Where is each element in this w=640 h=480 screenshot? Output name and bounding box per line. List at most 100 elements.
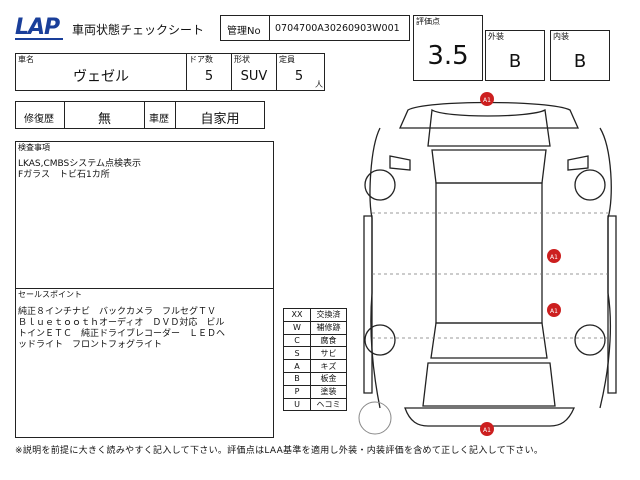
repair-value: 無 — [97, 112, 111, 127]
hood-outline — [427, 108, 551, 147]
damage-mark-label: A1 — [483, 427, 491, 434]
inspection-line-1: LKAS,CMBSシステム点検表示 — [18, 159, 141, 169]
interior-grade-label: 内装 — [553, 32, 569, 41]
inspection-box: 検査事項 LKAS,CMBSシステム点検表示 Fガラス トビ石1カ所 — [15, 141, 274, 289]
legend-meaning: 腐食 — [310, 333, 347, 348]
rear-glass-outline — [430, 322, 548, 359]
sales-line-1: 純正８インチナビ バックカメラ フルセグＴＶ — [18, 307, 217, 317]
car-outline — [363, 101, 617, 427]
capacity-label: 定員 — [279, 55, 295, 64]
overall-grade-box: 評価点 3.5 — [413, 15, 483, 81]
inspection-label: 検査事項 — [18, 143, 50, 152]
roof-outline — [435, 182, 543, 324]
damage-mark: A1 — [480, 422, 494, 436]
usage-label: 車歴 — [149, 114, 169, 125]
legend-meaning: サビ — [310, 346, 347, 361]
mgmt-value: 0704700A30260903W001 — [275, 23, 400, 34]
usage-value-cell: 自家用 — [175, 101, 265, 129]
legend-code: B — [283, 371, 311, 386]
footnote: ※説明を前提に大きく読みやすく記入して下さい。評価点はLAA基準を適用し外装・内… — [15, 446, 544, 456]
capacity-unit: 人 — [315, 80, 323, 89]
wheel-rear-right — [574, 324, 606, 356]
repair-value-cell: 無 — [64, 101, 145, 129]
repair-label-cell: 修復歴 — [15, 101, 65, 129]
logo-underline — [15, 38, 63, 40]
legend-code: U — [283, 397, 311, 412]
interior-grade-box: 内装 B — [550, 30, 610, 81]
mirror-right — [567, 155, 589, 171]
car-name-label: 車名 — [18, 55, 34, 64]
inspection-line-2: Fガラス トビ石1カ所 — [18, 170, 110, 180]
trunk-outline — [422, 362, 556, 407]
sales-box: セールスポイント 純正８インチナビ バックカメラ フルセグＴＶ Ｂｌｕｅｔｏｏｔ… — [15, 288, 274, 438]
doors-value: 5 — [204, 69, 214, 84]
right-sill — [607, 215, 617, 394]
car-damage-diagram: A1 A1 A1 A1 — [358, 92, 617, 436]
damage-mark-label: A1 — [550, 308, 558, 315]
legend-code: C — [283, 333, 311, 348]
lap-logo: LAP — [15, 15, 65, 45]
damage-mark: A1 — [547, 303, 561, 317]
repair-label: 修復歴 — [24, 114, 54, 125]
wheel-rear-left — [364, 324, 396, 356]
shape-cell: 形状 SUV — [231, 53, 277, 91]
wheel-front-left — [364, 169, 396, 201]
legend-code: A — [283, 359, 311, 373]
front-bumper-outline — [398, 101, 580, 129]
usage-value: 自家用 — [200, 112, 240, 127]
logo-text: LAP — [15, 15, 60, 40]
capacity-cell: 定員 5 人 — [276, 53, 325, 91]
left-sill — [363, 215, 373, 394]
damage-mark-label: A1 — [550, 254, 558, 261]
sheet-title: 車両状態チェックシート — [72, 23, 205, 37]
legend-meaning: キズ — [310, 359, 347, 373]
capacity-value: 5 — [294, 69, 304, 84]
mgmt-label: 管理No — [227, 26, 261, 37]
legend-meaning: 板金 — [310, 371, 347, 386]
windshield-outline — [431, 149, 547, 184]
legend-meaning: 補修跡 — [310, 320, 347, 335]
damage-mark: A1 — [480, 92, 494, 106]
legend-code: W — [283, 320, 311, 335]
legend-meaning: 交換済 — [310, 308, 347, 322]
legend-code: S — [283, 346, 311, 361]
exterior-grade-label: 外装 — [488, 32, 504, 41]
usage-label-cell: 車歴 — [144, 101, 176, 129]
overall-grade-label: 評価点 — [416, 17, 440, 26]
mgmt-value-cell: 0704700A30260903W001 — [269, 15, 410, 41]
legend-meaning: ヘコミ — [310, 397, 347, 412]
right-side-outline — [599, 127, 612, 409]
legend-code: P — [283, 384, 311, 399]
panel-dividers — [372, 212, 608, 339]
wheel-front-right — [574, 169, 606, 201]
damage-mark: A1 — [547, 249, 561, 263]
damage-mark-label: A1 — [483, 97, 491, 104]
shape-value: SUV — [240, 69, 268, 84]
spare-tire-circle — [358, 401, 392, 435]
exterior-grade-box: 外装 B — [485, 30, 545, 81]
mirror-left — [389, 155, 411, 171]
doors-label: ドア数 — [189, 55, 213, 64]
overall-grade-value: 3.5 — [427, 41, 469, 71]
mgmt-label-cell: 管理No — [220, 15, 270, 41]
car-name-cell: 車名 ヴェゼル — [15, 53, 187, 91]
shape-label: 形状 — [234, 55, 250, 64]
sales-label: セールスポイント — [18, 290, 82, 299]
sales-line-3: トインＥＴＣ 純正ドライブレコーダー ＬＥＤヘ — [18, 329, 226, 339]
legend-code: XX — [283, 308, 311, 322]
rear-bumper-outline — [404, 407, 575, 427]
sales-line-2: Ｂｌｕｅｔｏｏｔｈオーディオ ＤＶＤ対応 ビル — [18, 318, 225, 328]
car-name-value: ヴェゼル — [73, 69, 129, 85]
interior-grade-value: B — [573, 51, 587, 72]
sales-line-4: ッドライト フロントフォグライト — [18, 340, 163, 350]
